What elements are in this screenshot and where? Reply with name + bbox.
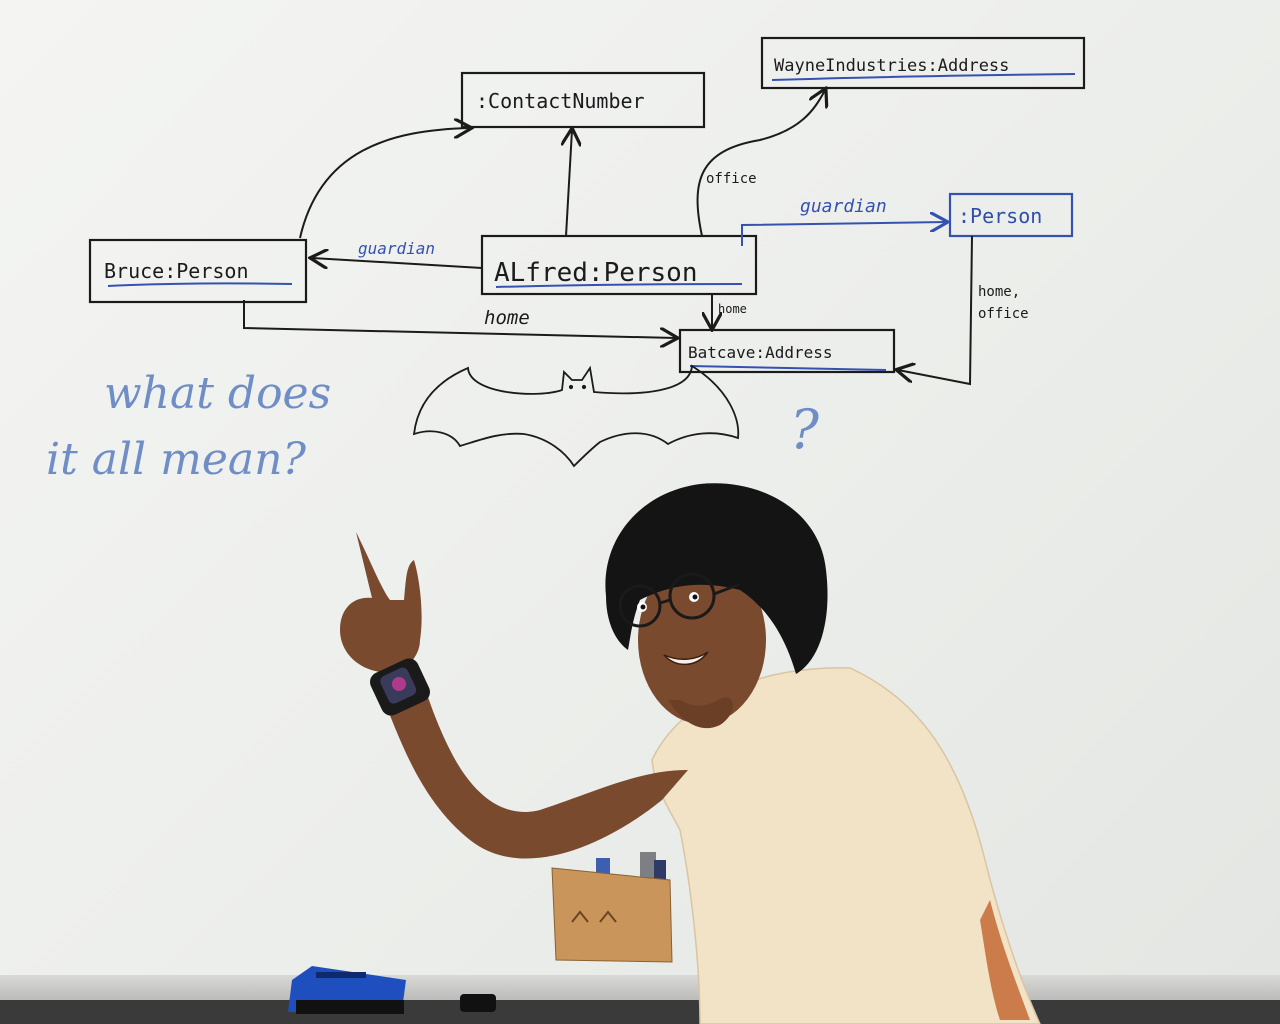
edge-guardian-bruce-label: guardian — [358, 239, 435, 258]
edge-home-bruce-label: home — [484, 307, 530, 329]
contact-number-label: :ContactNumber — [476, 89, 645, 113]
edge-alfred-wayne-office — [696, 90, 825, 237]
edge-home-alfred-label: home — [718, 302, 747, 316]
shirt — [651, 667, 1041, 1024]
edge-alfred-bruce-guardian — [312, 258, 483, 269]
alfred-person-label: ALfred:Person — [494, 258, 698, 288]
edge-bruce-batcave-home — [243, 300, 676, 338]
handwriting-line2: it all mean? — [46, 434, 306, 485]
batcave-address-box: Batcave:Address — [678, 328, 896, 374]
edge-guardian-person-label: guardian — [800, 196, 887, 217]
edge-person-office-label: office — [978, 306, 1029, 322]
marker-holder-icon — [551, 852, 673, 963]
pointing-hand — [340, 532, 422, 673]
alfred-person-box: ALfred:Person — [480, 234, 758, 296]
edge-person-home-label: home, — [978, 284, 1020, 300]
person-box: :Person — [948, 192, 1074, 238]
batcave-address-label: Batcave:Address — [688, 343, 833, 362]
handwriting-line1: what does — [104, 368, 331, 419]
bat-drawing-icon — [412, 364, 740, 468]
edge-office-label: office — [706, 171, 757, 187]
handwriting-question-mark: ? — [790, 398, 820, 461]
edge-person-batcave — [898, 235, 973, 386]
smartwatch-icon — [370, 658, 430, 716]
whiteboard — [0, 0, 1280, 990]
wayne-address-box: WayneIndustries:Address — [760, 36, 1086, 90]
person-label: :Person — [958, 204, 1042, 228]
bruce-person-box: Bruce:Person — [88, 238, 308, 304]
bruce-person-label: Bruce:Person — [104, 259, 249, 283]
hair — [605, 483, 828, 674]
glasses-icon — [618, 572, 741, 628]
person — [340, 483, 1041, 1024]
eraser-icon — [288, 966, 406, 1014]
marker-cap — [460, 994, 496, 1012]
edge-alfred-person-guardian — [741, 222, 946, 246]
wayne-address-label: WayneIndustries:Address — [774, 56, 1009, 76]
contact-number-box: :ContactNumber — [460, 71, 706, 129]
floor — [0, 1000, 1280, 1024]
edge-bruce-contact — [299, 128, 470, 239]
arm — [380, 670, 688, 859]
edge-alfred-contact — [566, 130, 572, 237]
